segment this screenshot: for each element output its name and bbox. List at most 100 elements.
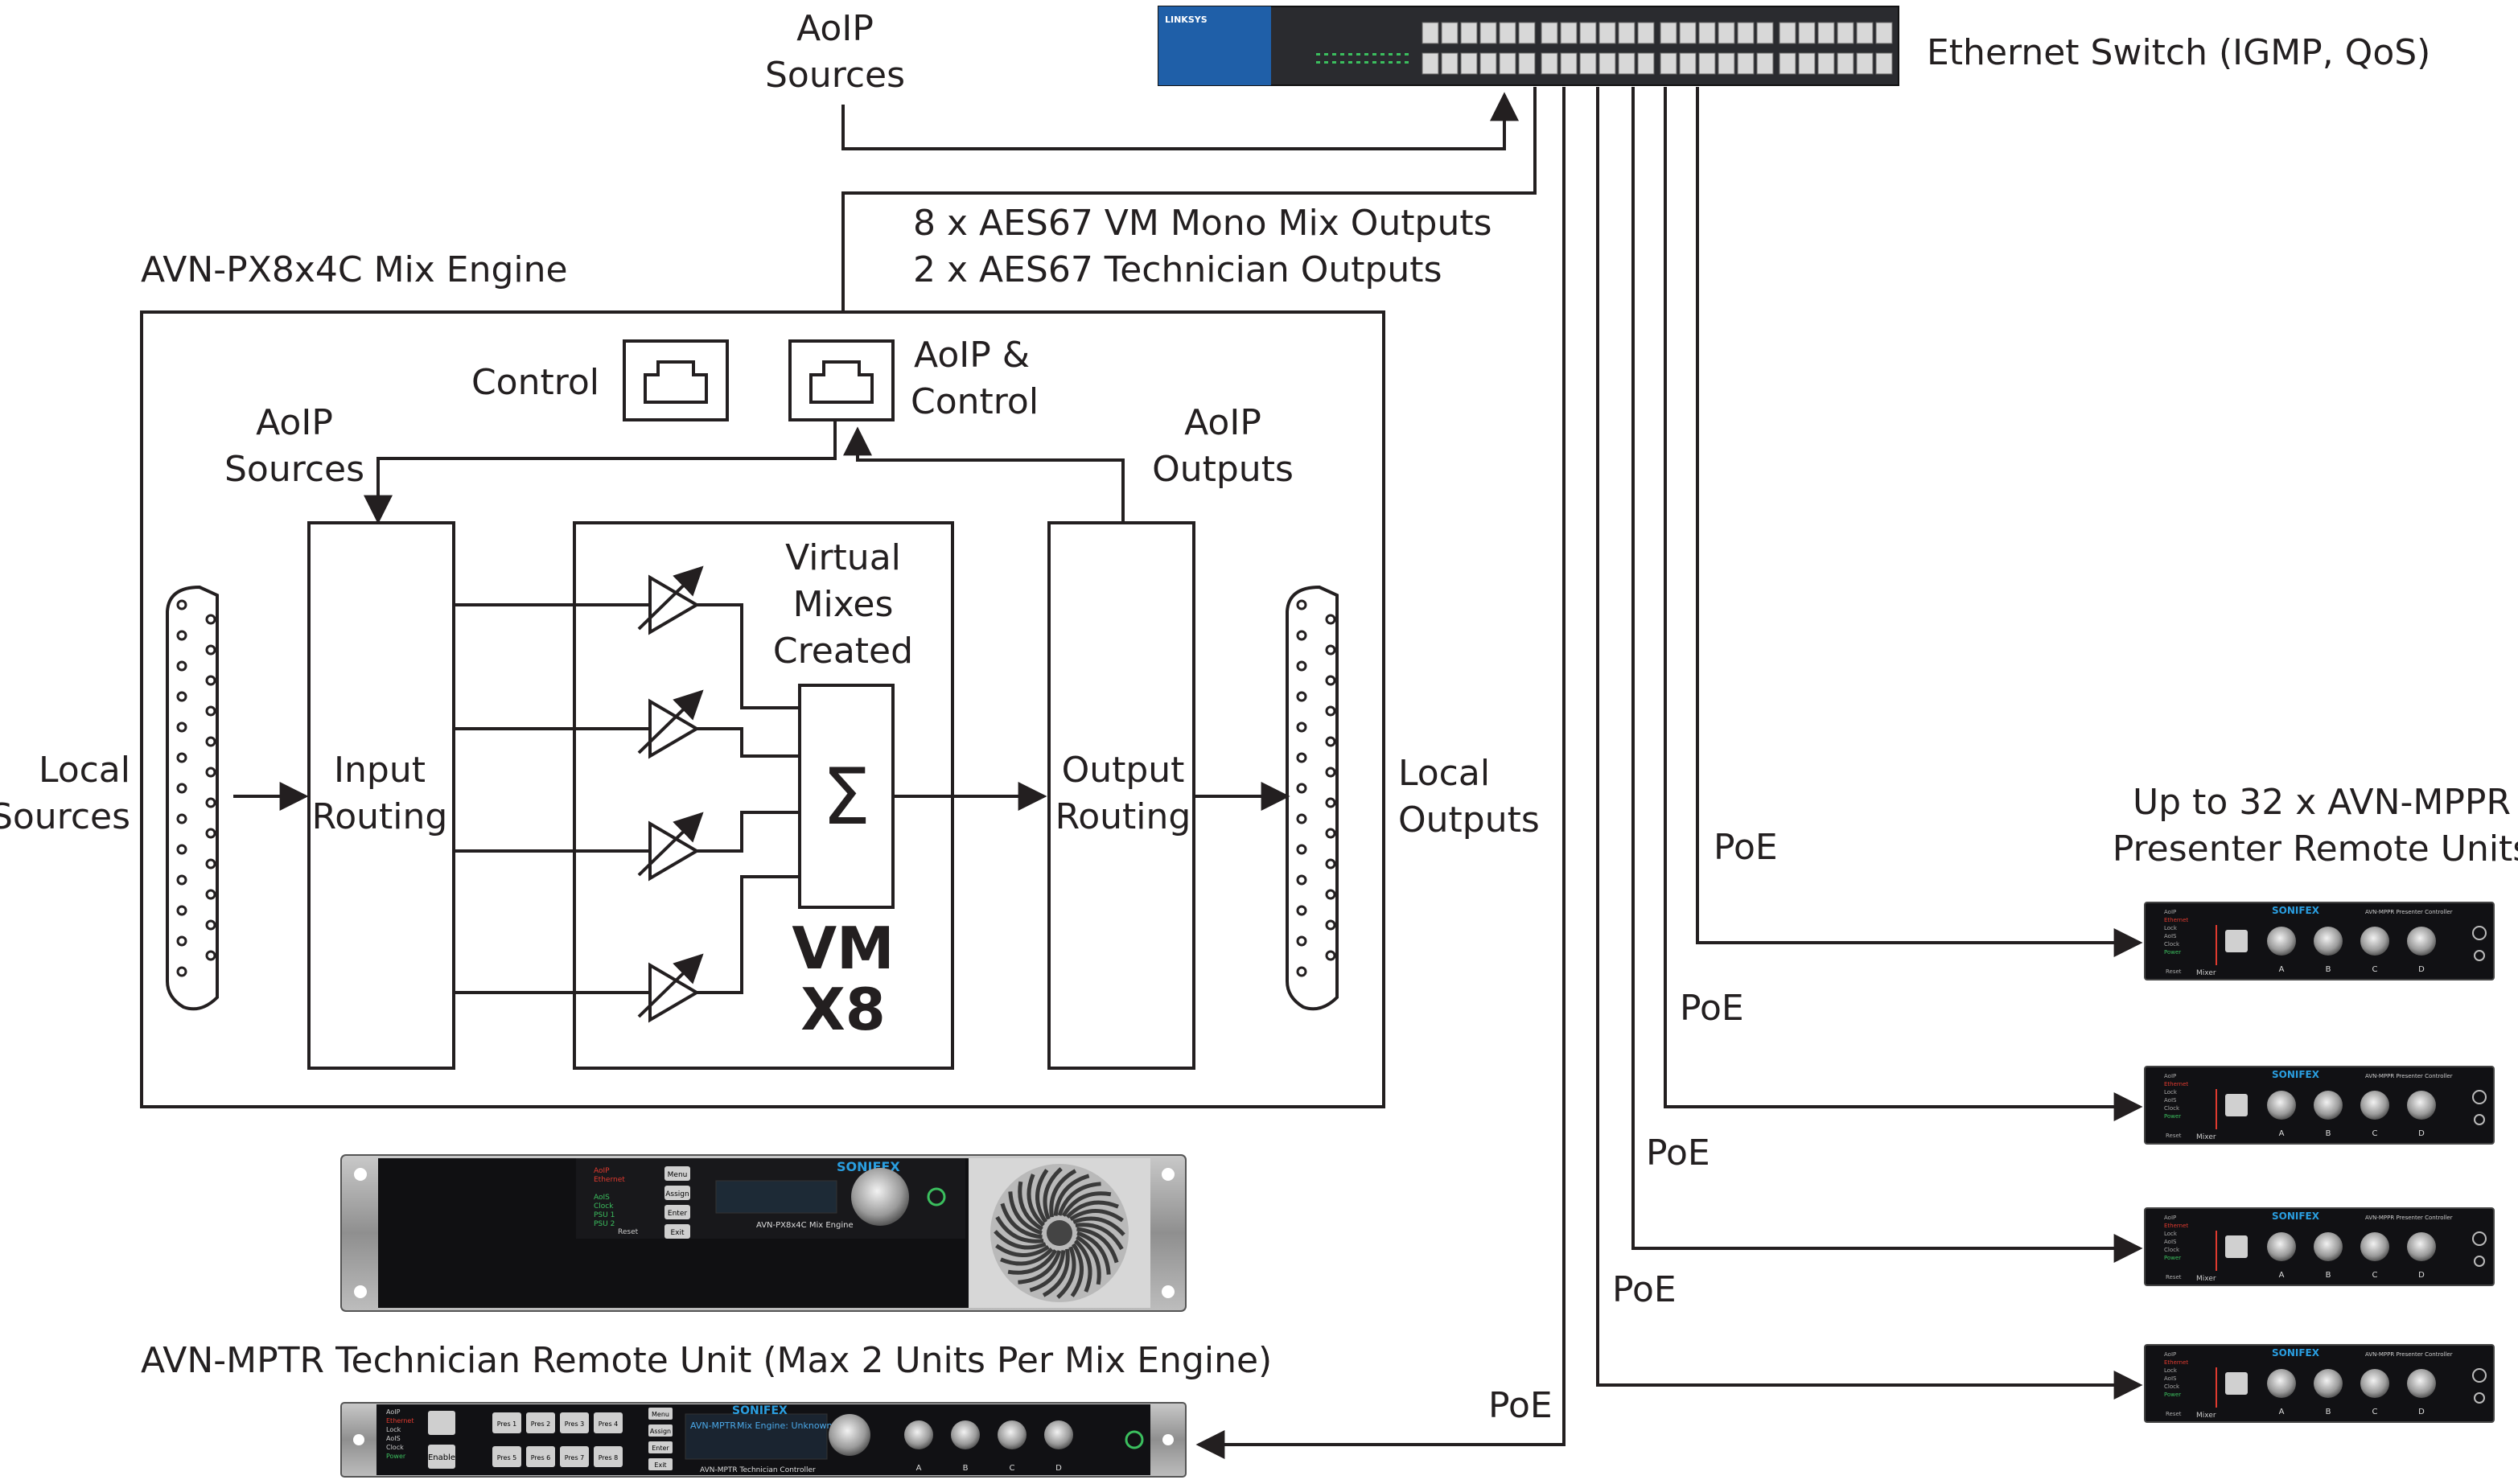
- amp-gain-arrow: [637, 812, 704, 877]
- aes67-outputs-line2: 2 x AES67 Technician Outputs: [913, 249, 1442, 290]
- poe-presenter-line-3: [1631, 87, 2143, 1263]
- presenter-meter-icon: [2216, 1367, 2217, 1408]
- poe-presenter-label-1: PoE: [1714, 827, 1778, 868]
- dsub-pin: [205, 767, 216, 778]
- tech-led-label: AoIP: [386, 1408, 401, 1416]
- presenter-led-label: AoIS: [2164, 933, 2177, 939]
- fan-blade: [1000, 1202, 1043, 1239]
- switch-port: [1479, 22, 1497, 44]
- output-routing-box: [1047, 521, 1195, 1070]
- presenter-knob-label: B: [2326, 1129, 2331, 1138]
- presenter-knob-icon: [2267, 1232, 2296, 1261]
- input-routing-box: [307, 521, 455, 1070]
- presenter-led-label: Clock: [2164, 1383, 2180, 1390]
- tech-screen-line1: AVN-MPTR: [690, 1420, 736, 1431]
- switch-port: [1637, 22, 1655, 44]
- presenter-mixer-label: Mixer: [2196, 1412, 2216, 1420]
- aoip-control-rj45-icon: [788, 339, 895, 421]
- dsub-pin: [176, 966, 187, 977]
- tech-knob-label: C: [1010, 1464, 1015, 1473]
- ethernet-switch: LINKSYS: [1158, 6, 1899, 86]
- switch-port: [1679, 52, 1697, 75]
- presenter-meter-icon: [2216, 925, 2217, 965]
- switch-port: [1779, 52, 1796, 75]
- dsub-pin: [205, 950, 216, 961]
- tech-led-label: Lock: [386, 1426, 401, 1433]
- presenter-led-label: Lock: [2164, 1367, 2178, 1374]
- switch-led: [1340, 53, 1344, 55]
- engine-button: [664, 1166, 690, 1181]
- switch-port: [1660, 22, 1677, 44]
- presenter-model: AVN-MPPR Presenter Controller: [2365, 909, 2453, 915]
- dsub-pin: [1296, 721, 1307, 733]
- engine-button: [664, 1186, 690, 1200]
- presenter-knob-label: C: [2372, 1129, 2378, 1138]
- aes67-outputs-line1: 8 x AES67 VM Mono Mix Outputs: [913, 203, 1492, 244]
- amp-to-sum-line: [697, 875, 800, 994]
- presenter-led-label: Power: [2164, 949, 2181, 956]
- fan-blade: [1007, 1249, 1058, 1275]
- switch-port: [1598, 22, 1616, 44]
- presenter-mixer-label: Mixer: [2196, 969, 2216, 977]
- tech-preset-label: Pres 3: [565, 1420, 585, 1428]
- switch-port: [1579, 22, 1597, 44]
- poe-presenter-line-2: [1664, 87, 2143, 1121]
- tech-brand: SONIFEX: [732, 1404, 788, 1417]
- tech-side-label: Enter: [652, 1445, 669, 1452]
- tech-side-label: Menu: [652, 1411, 669, 1418]
- switch-port: [1875, 52, 1893, 75]
- dsub-pin: [176, 905, 187, 916]
- fan-blade: [1000, 1248, 1054, 1266]
- x8-label: X8: [800, 976, 886, 1043]
- engine-reset-label: Reset: [618, 1228, 639, 1236]
- dsub-pin: [205, 858, 216, 869]
- presenter-led-label: AoIS: [2164, 1239, 2177, 1245]
- presenter-knob-label: A: [2279, 1129, 2285, 1138]
- presenter-knob-icon: [2314, 1369, 2343, 1398]
- fan-blade: [1049, 1169, 1077, 1218]
- dsub-pin: [176, 630, 187, 641]
- fan-blade: [1018, 1250, 1062, 1285]
- switch-led: [1340, 61, 1344, 64]
- switch-led: [1364, 53, 1368, 55]
- engine-button-label: Menu: [668, 1171, 688, 1179]
- amp-triangle-icon: [648, 820, 700, 882]
- amp-gain-arrow: [637, 565, 704, 631]
- switch-port: [1560, 22, 1578, 44]
- presenter-reset-label: Reset: [2166, 1274, 2182, 1281]
- switch-port: [1460, 22, 1478, 44]
- dsub-pin: [176, 874, 187, 886]
- presenter-knob-icon: [2267, 1369, 2296, 1398]
- switch-port: [1422, 22, 1439, 44]
- switch-led: [1397, 61, 1401, 64]
- tech-led-label: Clock: [386, 1444, 404, 1451]
- engine-to-switch-link: [841, 87, 1537, 312]
- switch-port: [1679, 22, 1697, 44]
- switch-port: [1541, 22, 1558, 44]
- fan-blade: [1053, 1174, 1090, 1216]
- switch-port: [1798, 52, 1816, 75]
- local-outputs-line1: Local: [1398, 753, 1490, 794]
- engine-led-label: PSU 1: [594, 1211, 615, 1219]
- switch-port: [1479, 52, 1497, 75]
- control-rj45-icon: [623, 339, 729, 421]
- presenter-model: AVN-MPPR Presenter Controller: [2365, 1215, 2453, 1221]
- dsub-pin: [1296, 752, 1307, 763]
- engine-led-label: AoIS: [594, 1194, 610, 1202]
- switch-port: [1698, 52, 1716, 75]
- fan-blade: [1061, 1191, 1112, 1217]
- presenter-led-label: Power: [2164, 1255, 2181, 1261]
- presenter-led-label: Ethernet: [2164, 917, 2188, 923]
- engine-led-label: PSU 2: [594, 1220, 615, 1228]
- presenter-knob-icon: [2407, 1091, 2436, 1120]
- fan-blade: [1029, 1250, 1066, 1293]
- switch-port: [1518, 22, 1536, 44]
- amp-triangle-icon: [648, 574, 700, 635]
- virtual-mixes-line3: Created: [773, 631, 913, 672]
- dsub-pin: [176, 813, 187, 824]
- engine-title: AVN-PX8x4C Mix Engine: [141, 249, 568, 290]
- aoip-sources-to-switch-arrow: [841, 92, 1519, 150]
